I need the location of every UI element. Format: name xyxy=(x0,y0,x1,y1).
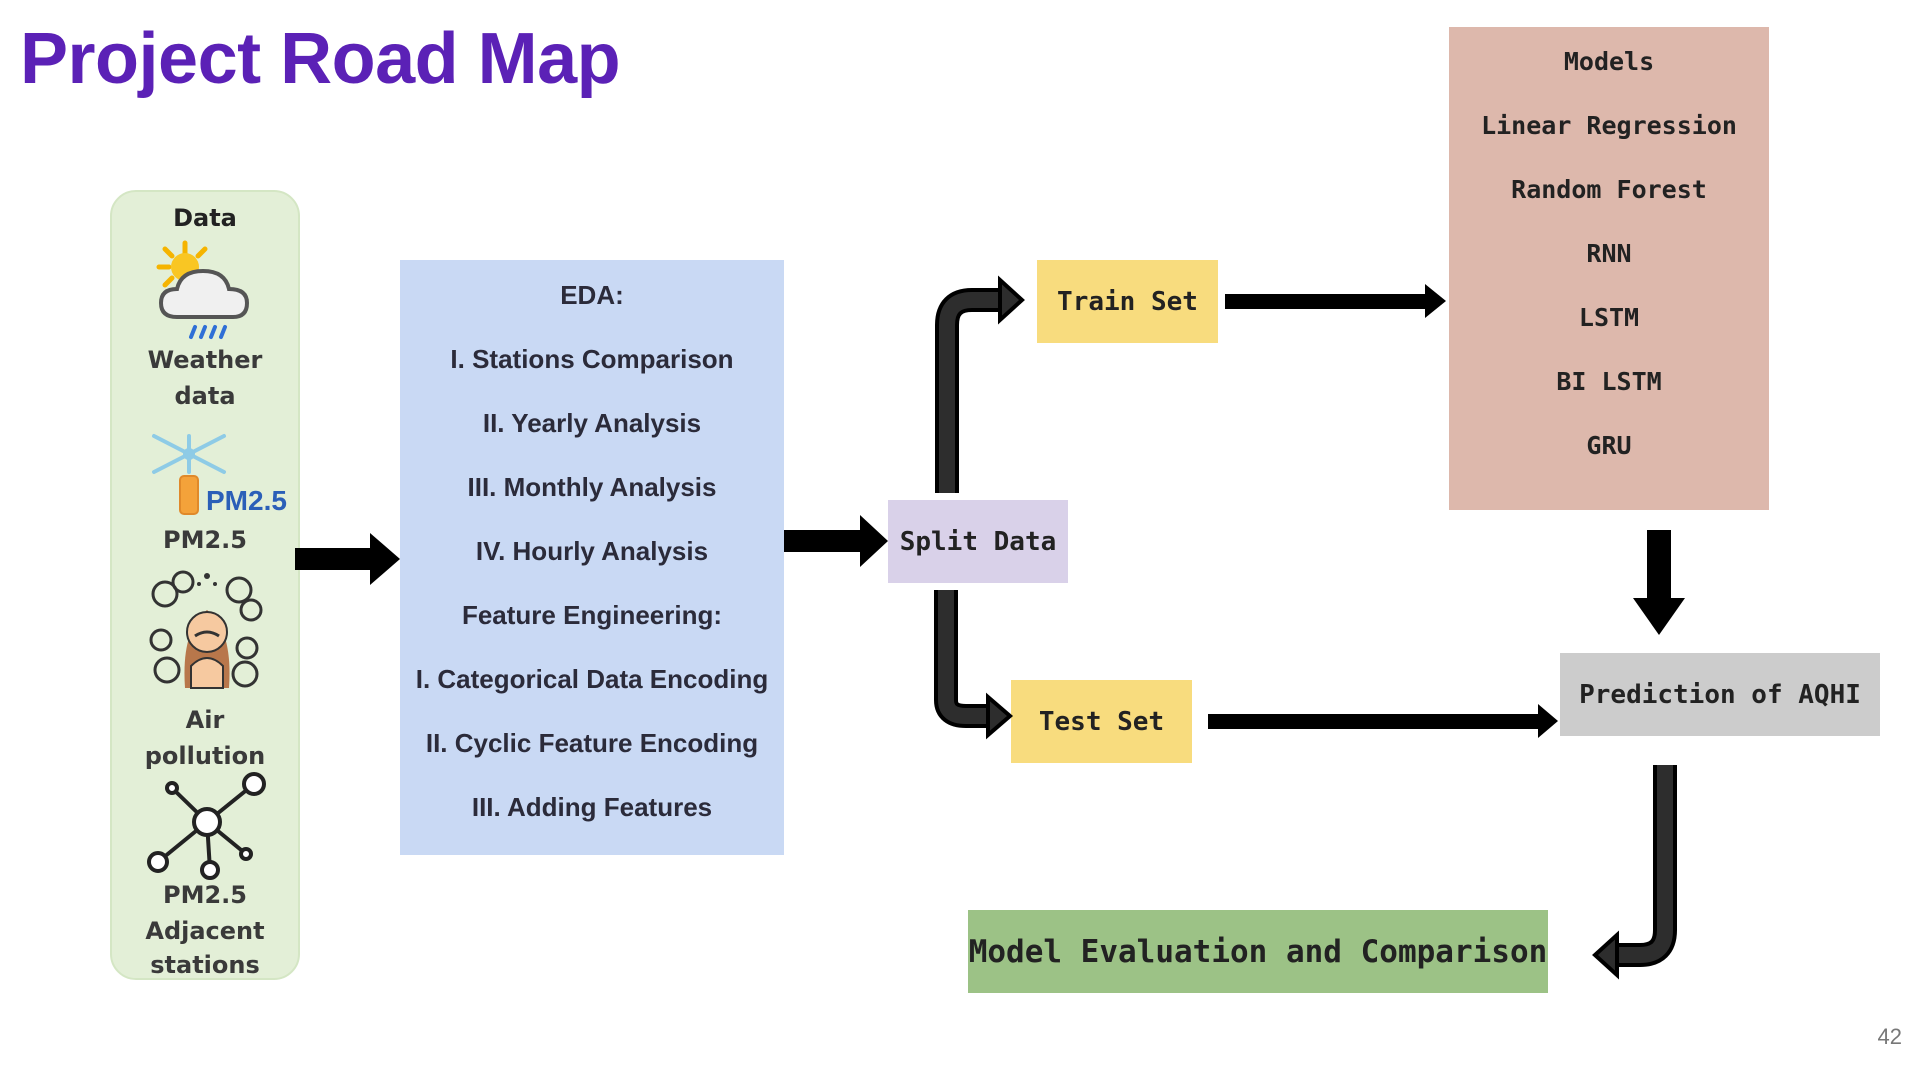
eda-line: III. Adding Features xyxy=(471,792,713,822)
data-heading: Data xyxy=(173,204,237,232)
model-item: Linear Regression xyxy=(1481,111,1737,140)
train-set-label: Train Set xyxy=(1057,286,1198,317)
eda-line: EDA: xyxy=(560,280,624,310)
eda-line: II. Yearly Analysis xyxy=(482,408,702,438)
arrow-prediction-to-evaluation xyxy=(1592,765,1677,980)
test-set-label: Test Set xyxy=(1038,706,1165,737)
arrow-test-to-prediction xyxy=(1208,704,1558,738)
weather-label-2: data xyxy=(174,382,236,410)
split-data-label: Split Data xyxy=(899,526,1057,557)
arrow-eda-to-split xyxy=(784,515,888,567)
air-pollution-label-1: Air xyxy=(185,706,225,734)
weather-icon xyxy=(156,240,250,339)
adjacent-label-3: stations xyxy=(150,951,260,979)
eda-line: I. Categorical Data Encoding xyxy=(415,664,769,694)
models-box: Models Linear Regression Random Forest R… xyxy=(1449,27,1769,510)
arrow-train-to-models xyxy=(1225,284,1446,318)
adjacent-label-1: PM2.5 xyxy=(163,881,247,909)
test-set-box: Test Set xyxy=(1011,680,1192,763)
model-item: Random Forest xyxy=(1511,175,1707,204)
data-sources-panel: Data Weather data PM2.5 PM2.5 xyxy=(110,190,300,980)
adjacent-label-2: Adjacent xyxy=(145,917,265,945)
eda-line: IV. Hourly Analysis xyxy=(475,536,709,566)
model-item: BI LSTM xyxy=(1556,367,1662,396)
air-pollution-label-2: pollution xyxy=(144,742,266,770)
page-number: 42 xyxy=(1877,1024,1902,1049)
adjacent-stations-network-icon xyxy=(147,772,266,880)
evaluation-box: Model Evaluation and Comparison xyxy=(968,910,1548,993)
arrow-split-to-train xyxy=(935,275,1025,493)
air-pollution-icon xyxy=(149,570,263,689)
pm25-label: PM2.5 xyxy=(163,526,247,554)
prediction-label: Prediction of AQHI xyxy=(1579,679,1861,710)
arrow-models-to-prediction xyxy=(1633,530,1685,635)
pm25-badge: PM2.5 xyxy=(206,485,287,516)
page-title: Project Road Map xyxy=(20,19,621,99)
arrow-split-to-test xyxy=(934,590,1014,740)
split-data-box: Split Data xyxy=(888,500,1068,583)
model-item: Models xyxy=(1563,47,1655,76)
eda-line: I. Stations Comparison xyxy=(450,344,734,374)
eda-line: II. Cyclic Feature Encoding xyxy=(425,728,759,758)
eda-box: EDA: I. Stations Comparison II. Yearly A… xyxy=(400,260,784,855)
eda-line: III. Monthly Analysis xyxy=(467,472,717,502)
evaluation-label: Model Evaluation and Comparison xyxy=(968,933,1548,970)
arrow-data-to-eda xyxy=(295,533,400,585)
pm25-sensor-icon: PM2.5 xyxy=(152,434,287,516)
eda-line: Feature Engineering: xyxy=(461,600,723,630)
weather-label-1: Weather xyxy=(147,346,263,374)
model-item: GRU xyxy=(1586,431,1632,460)
model-item: LSTM xyxy=(1578,303,1640,332)
train-set-box: Train Set xyxy=(1037,260,1218,343)
model-item: RNN xyxy=(1586,239,1632,268)
prediction-box: Prediction of AQHI xyxy=(1560,653,1880,736)
